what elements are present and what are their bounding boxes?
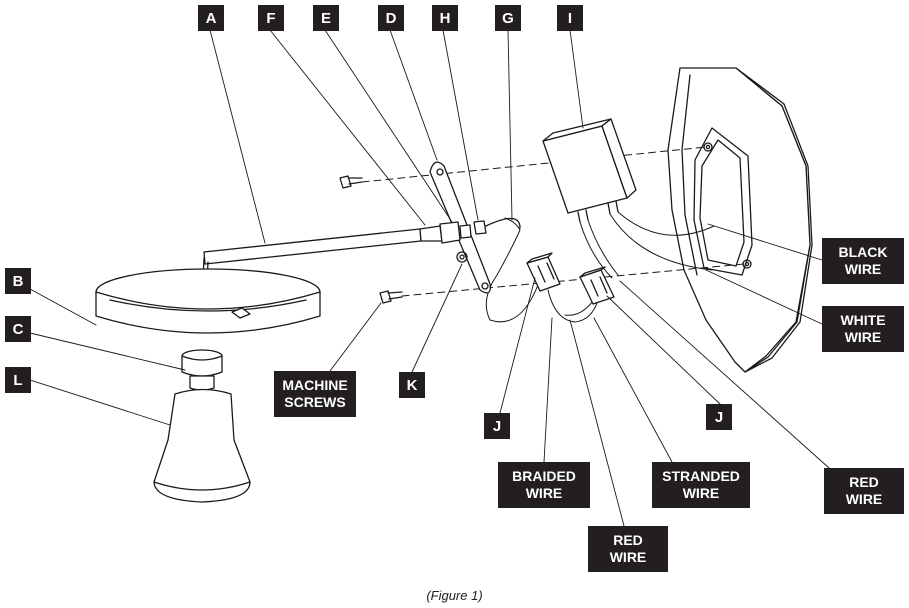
callout-g: G (495, 5, 521, 31)
wire-connector-right (579, 266, 615, 305)
callout-e: E (313, 5, 339, 31)
white-wire-line1: WHITE (840, 312, 886, 328)
driver-box (542, 118, 637, 223)
red-wire-bottom-line2: WIRE (609, 549, 647, 565)
black-wire-line1: BLACK (838, 244, 888, 260)
stranded-wire-line1: STRANDED (662, 468, 740, 484)
callout-b: B (5, 268, 31, 294)
white-wire-line2: WIRE (844, 329, 882, 345)
machine-screws (339, 175, 403, 304)
red-wire-right-line1: RED (849, 474, 879, 490)
callout-h: H (432, 5, 458, 31)
callout-l: L (5, 367, 31, 393)
figure-caption: (Figure 1) (426, 588, 483, 603)
wires (485, 211, 715, 323)
bell-shade (153, 388, 251, 503)
callout-i: I (557, 5, 583, 31)
wire-connector-left (526, 252, 561, 292)
machine-screws-line2: SCREWS (284, 394, 346, 410)
wall-plate (667, 67, 813, 373)
callout-d: D (378, 5, 404, 31)
callout-j-right: J (706, 404, 732, 430)
cap (181, 349, 223, 391)
black-wire-line2: WIRE (844, 261, 882, 277)
stranded-wire-line2: WIRE (682, 485, 720, 501)
callout-a: A (198, 5, 224, 31)
callout-c: C (5, 316, 31, 342)
callout-j-left: J (484, 413, 510, 439)
machine-screws-line1: MACHINE (282, 377, 348, 393)
alignment-lines (361, 146, 745, 297)
braided-wire-line1: BRAIDED (512, 468, 576, 484)
red-wire-bottom-line1: RED (613, 532, 643, 548)
leader-lines (29, 29, 839, 527)
callout-k: K (399, 372, 425, 398)
callout-f: F (258, 5, 284, 31)
shade-dish (95, 268, 321, 334)
red-wire-right-line2: WIRE (845, 491, 883, 507)
braided-wire-line2: WIRE (525, 485, 563, 501)
